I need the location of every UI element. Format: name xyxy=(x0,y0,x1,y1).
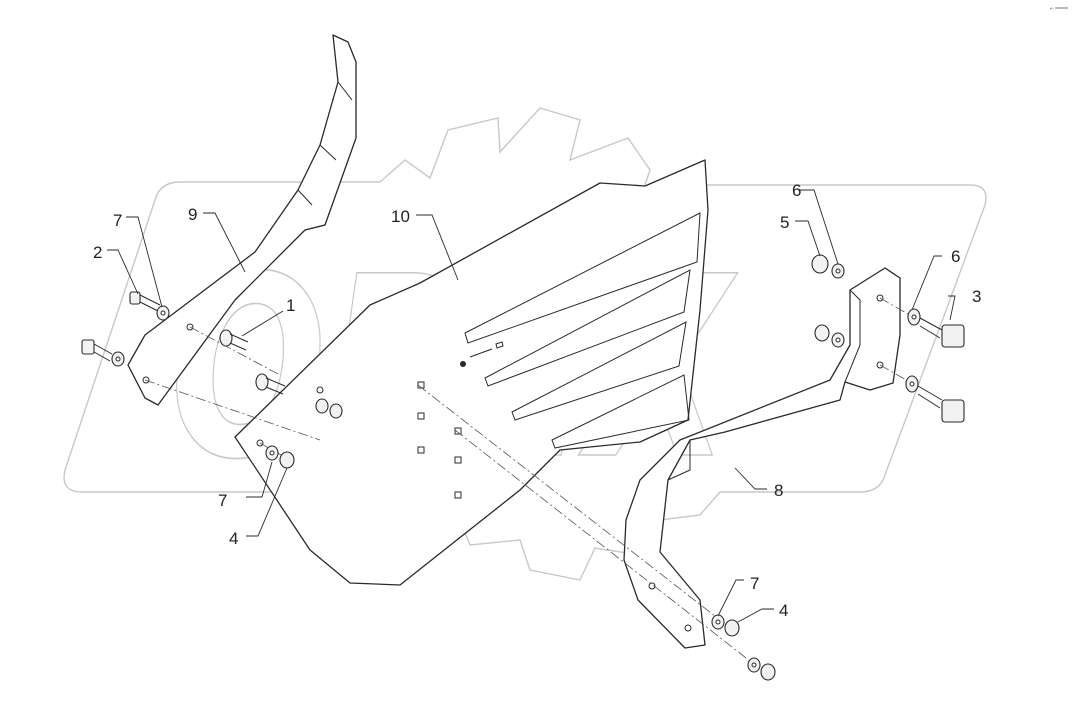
callout-1: 1 xyxy=(286,296,295,315)
callout-labels: 7 2 9 1 10 7 4 6 5 6 3 8 7 4 xyxy=(93,181,981,620)
callout-8: 8 xyxy=(774,481,783,500)
callout-7: 7 xyxy=(113,211,122,230)
washer-icon xyxy=(711,614,776,681)
centerlines xyxy=(144,297,916,666)
callout-6: 6 xyxy=(951,247,960,266)
leader-lines xyxy=(107,189,956,623)
callout-7: 7 xyxy=(218,491,227,510)
washer-icon xyxy=(265,445,295,469)
part-8-bracket xyxy=(623,267,901,649)
part-10-plate xyxy=(234,159,709,586)
bolt-icon xyxy=(81,339,125,367)
callout-6: 6 xyxy=(792,181,801,200)
bolt-icon xyxy=(255,373,286,395)
part-9-blade xyxy=(127,34,357,406)
bolt-icon xyxy=(219,329,249,351)
hardware xyxy=(81,254,965,681)
nut-icon xyxy=(811,254,845,348)
callout-10: 10 xyxy=(391,207,410,226)
callout-4: 4 xyxy=(779,601,788,620)
callout-3: 3 xyxy=(972,287,981,306)
callout-2: 2 xyxy=(93,243,102,262)
callout-9: 9 xyxy=(188,205,197,224)
callout-5: 5 xyxy=(780,213,789,232)
bolt-icon xyxy=(905,375,965,423)
callout-4: 4 xyxy=(229,529,238,548)
bolt-icon xyxy=(129,291,161,312)
bolt-icon xyxy=(907,308,965,348)
corner-mark: ⌐ ═══ xyxy=(1050,6,1069,12)
callout-7: 7 xyxy=(750,574,759,593)
nut-icon xyxy=(315,398,343,419)
washer-icon xyxy=(156,305,170,321)
